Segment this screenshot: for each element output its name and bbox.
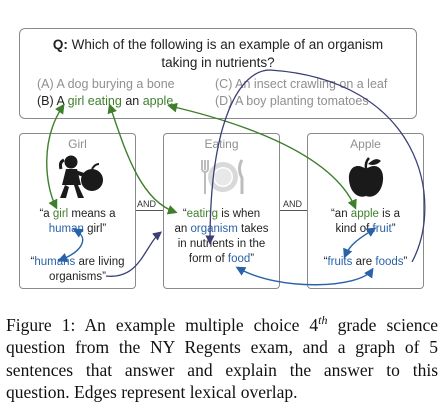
word-girl: girl (67, 94, 85, 108)
question-prefix: Q: (52, 37, 68, 52)
question-text-1: Which of the following is an example of … (71, 37, 384, 52)
edge-organism (105, 231, 163, 277)
node-girl: Girl “a girl means a human girl” “humans… (19, 133, 136, 289)
edge-eating (107, 103, 178, 215)
edge-fruit (343, 227, 377, 259)
node-apple-label: Apple (350, 137, 381, 151)
sentence-fruits-foods: “fruits are foods” (323, 256, 408, 268)
option-c: (C) An insect crawling on a leaf (215, 77, 388, 91)
figure-caption: Figure 1: An example multiple choice 4th… (6, 313, 438, 403)
apple-icon (348, 157, 384, 197)
sentence-eating: “eating is when an organism takes in nut… (174, 208, 269, 265)
edge-human (57, 228, 84, 263)
option-a: (A) A dog burying a bone (37, 77, 175, 91)
edge-girl (46, 103, 65, 210)
edge-food (235, 266, 374, 286)
question-line-2: taking in nutrients? (161, 55, 275, 70)
edge-apple (167, 102, 357, 210)
edge-nutrients (205, 69, 426, 263)
question-line-1: Q: Which of the following is an example … (20, 37, 416, 52)
node-girl-label: Girl (68, 137, 87, 151)
and-connector-line-2 (280, 210, 307, 211)
